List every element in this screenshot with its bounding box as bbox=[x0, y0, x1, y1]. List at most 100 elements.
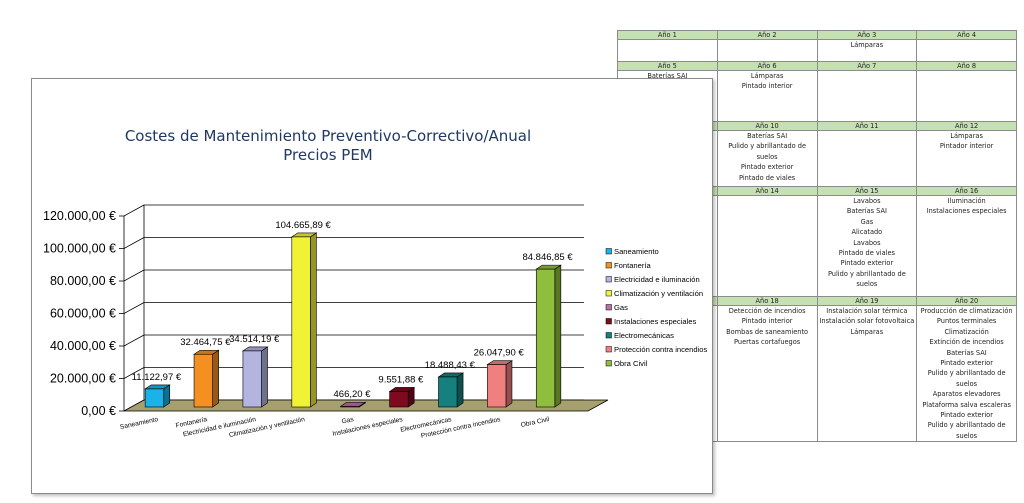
year-header: Año 16 bbox=[916, 186, 1017, 196]
legend-label: Saneamiento bbox=[614, 247, 659, 256]
data-label: 9.551,88 € bbox=[378, 374, 424, 385]
y-tick-label: 120.000,00 € bbox=[43, 209, 116, 223]
task-item: Detección de incendios bbox=[728, 307, 806, 315]
task-item: Pintado exterior bbox=[940, 411, 993, 420]
data-label: 32.464,75 € bbox=[180, 337, 231, 348]
year-header: Año 3 bbox=[816, 30, 918, 40]
bar bbox=[388, 386, 416, 408]
year-header: Año 19 bbox=[816, 296, 918, 306]
bar bbox=[193, 349, 220, 408]
chart-panel: Costes de Mantenimiento Preventivo-Corre… bbox=[31, 78, 713, 494]
bar bbox=[535, 264, 562, 408]
tasks-cell bbox=[916, 70, 1017, 122]
bar bbox=[437, 372, 465, 408]
data-label: 34.514,19 € bbox=[229, 334, 280, 345]
tasks-cell bbox=[716, 39, 818, 62]
task-item: Pintado exterior bbox=[840, 259, 894, 268]
data-label: 466,20 € bbox=[334, 389, 372, 400]
task-item: Climatización bbox=[944, 327, 989, 336]
year-header: Año 14 bbox=[716, 186, 818, 196]
y-tick-label: 60.000,00 € bbox=[50, 307, 116, 321]
bar-front bbox=[340, 405, 360, 408]
bar-side bbox=[554, 264, 562, 408]
bar-side bbox=[456, 372, 464, 408]
legend-item: Protección contra incendios bbox=[605, 345, 707, 354]
legend-item: Electricidad e iluminación bbox=[605, 275, 700, 284]
bar-front bbox=[291, 236, 311, 408]
chart-bars bbox=[144, 232, 562, 408]
legend-swatch bbox=[605, 262, 612, 269]
task-item: Lavabos bbox=[853, 197, 881, 205]
year-header: Año 11 bbox=[816, 121, 918, 131]
data-label: 18.488,43 € bbox=[425, 360, 476, 371]
y-tick-label: 80.000,00 € bbox=[50, 274, 116, 288]
legend-item: Fontanería bbox=[605, 261, 652, 270]
y-tick-label: 0,00 € bbox=[81, 404, 116, 418]
legend-item: Saneamiento bbox=[605, 247, 659, 256]
task-item: Instalación solar térmica bbox=[826, 307, 908, 315]
data-label: 26.047,90 € bbox=[474, 348, 525, 359]
y-tick-label: 100.000,00 € bbox=[43, 242, 116, 256]
year-header: Año 20 bbox=[916, 296, 1017, 306]
year-header: Año 7 bbox=[816, 61, 918, 71]
task-item: Iluminación bbox=[947, 197, 986, 205]
legend-label: Obra Civil bbox=[614, 359, 648, 368]
task-item: Puntos terminales bbox=[936, 317, 997, 326]
legend-item: Electromecánicas bbox=[605, 331, 674, 340]
legend-item: Gas bbox=[605, 303, 628, 312]
task-item: Aparatos elevadores bbox=[932, 390, 1001, 399]
task-item: Baterías SAI bbox=[747, 132, 788, 140]
bar-front bbox=[487, 364, 507, 408]
legend-item: Instalaciones especiales bbox=[605, 317, 697, 326]
legend-label: Instalaciones especiales bbox=[614, 317, 697, 326]
task-item: Baterías SAI bbox=[846, 207, 887, 216]
y-tick-label: 40.000,00 € bbox=[50, 339, 116, 353]
legend-item: Obra Civil bbox=[605, 359, 648, 368]
bar-side bbox=[310, 232, 317, 408]
grid-line-depth bbox=[123, 302, 145, 314]
legend-swatch bbox=[605, 290, 612, 297]
grid-line-depth bbox=[123, 269, 145, 282]
task-item: Pintado interior bbox=[741, 82, 793, 91]
task-item: Pintado interior bbox=[741, 317, 793, 326]
bar-front bbox=[389, 391, 409, 408]
bar-front bbox=[144, 388, 165, 408]
year-header: Año 2 bbox=[716, 30, 818, 40]
legend-swatch bbox=[605, 360, 612, 367]
bar-front bbox=[535, 268, 556, 408]
tasks-row: Lámparas bbox=[617, 39, 1017, 62]
grid-line-depth bbox=[123, 334, 145, 347]
task-item: Plataforma salva escaleras bbox=[922, 400, 1011, 409]
legend-swatch bbox=[605, 346, 612, 353]
task-item: Baterías SAI bbox=[647, 72, 688, 80]
grid-line-depth bbox=[123, 237, 145, 249]
bar bbox=[241, 346, 269, 408]
task-item: Lámparas bbox=[950, 132, 983, 140]
tasks-cell: Baterías SAI Pulido y abrillantado de sue… bbox=[716, 130, 818, 187]
year-header: Año 15 bbox=[816, 186, 918, 196]
task-item: Baterías SAI bbox=[946, 348, 987, 357]
legend-swatch bbox=[605, 318, 612, 325]
task-item: Pulido y abrillantado de suelos bbox=[728, 142, 807, 161]
task-item: Instalación solar fotovoltaica bbox=[819, 317, 915, 326]
bar-side bbox=[212, 349, 219, 408]
tasks-cell bbox=[716, 195, 818, 297]
bar-front bbox=[438, 376, 458, 408]
year-header: Año 4 bbox=[916, 30, 1017, 40]
task-item: Pintado de viales bbox=[838, 249, 895, 258]
data-label: 11.122,97 € bbox=[132, 372, 182, 383]
grid-line-depth bbox=[123, 204, 145, 217]
grid-line-depth bbox=[123, 367, 145, 379]
year-header: Año 10 bbox=[716, 121, 818, 131]
legend-label: Electromecánicas bbox=[614, 331, 674, 340]
bar-chart: Costes de Mantenimiento Preventivo-Corre… bbox=[43, 127, 707, 440]
bar bbox=[339, 401, 367, 408]
bar-front bbox=[193, 353, 213, 408]
legend-label: Climatización y ventilación bbox=[614, 289, 703, 298]
